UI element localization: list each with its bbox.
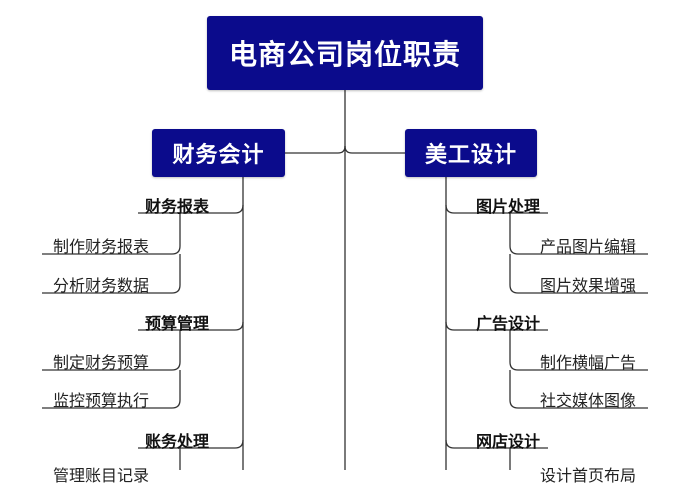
left-item-underline-4 bbox=[42, 370, 181, 409]
right-group-2: 广告设计 bbox=[476, 314, 541, 333]
right-item-underline-4 bbox=[509, 370, 648, 409]
right-group-underline-2 bbox=[445, 321, 548, 331]
right-group-underline-1 bbox=[445, 204, 548, 214]
connector-lines bbox=[42, 90, 648, 470]
right-group-1: 图片处理 bbox=[476, 197, 541, 216]
left-item-2: 分析财务数据 bbox=[53, 276, 150, 295]
right-item-underline-1 bbox=[509, 213, 648, 255]
root-node: 电商公司岗位职责 bbox=[207, 16, 483, 90]
right-item-underline-3 bbox=[509, 330, 648, 371]
branch-right bbox=[344, 145, 405, 154]
left-group-3: 账务处理 bbox=[145, 432, 210, 451]
category-finance: 财务会计 bbox=[152, 129, 285, 177]
mind-map: 电商公司岗位职责 财务会计 美工设计 财务报表 制作财务报表 分析财务数据 预算… bbox=[42, 16, 648, 485]
left-item-underline-1 bbox=[42, 213, 181, 255]
right-item-2: 图片效果增强 bbox=[540, 276, 637, 295]
left-item-5: 管理账目记录 bbox=[53, 466, 150, 485]
left-item-3: 制定财务预算 bbox=[53, 353, 150, 372]
right-group-underline-3 bbox=[445, 439, 548, 449]
left-item-underline-3 bbox=[42, 330, 181, 371]
left-group-underline-2 bbox=[138, 321, 244, 331]
right-item-4: 社交媒体图像 bbox=[540, 391, 637, 410]
left-item-4: 监控预算执行 bbox=[53, 391, 150, 410]
right-item-5: 设计首页布局 bbox=[540, 466, 637, 485]
left-item-1: 制作财务报表 bbox=[53, 237, 150, 256]
right-group-3: 网店设计 bbox=[476, 432, 541, 451]
right-item-3: 制作横幅广告 bbox=[540, 353, 637, 372]
left-group-1: 财务报表 bbox=[145, 197, 210, 216]
left-group-underline-1 bbox=[138, 204, 244, 214]
right-item-underline-2 bbox=[509, 254, 648, 294]
left-item-underline-2 bbox=[42, 254, 181, 294]
branch-left bbox=[285, 145, 346, 154]
left-group-2: 预算管理 bbox=[145, 314, 210, 333]
category-design: 美工设计 bbox=[405, 129, 537, 177]
left-group-underline-3 bbox=[138, 439, 244, 449]
right-item-1: 产品图片编辑 bbox=[540, 237, 637, 256]
